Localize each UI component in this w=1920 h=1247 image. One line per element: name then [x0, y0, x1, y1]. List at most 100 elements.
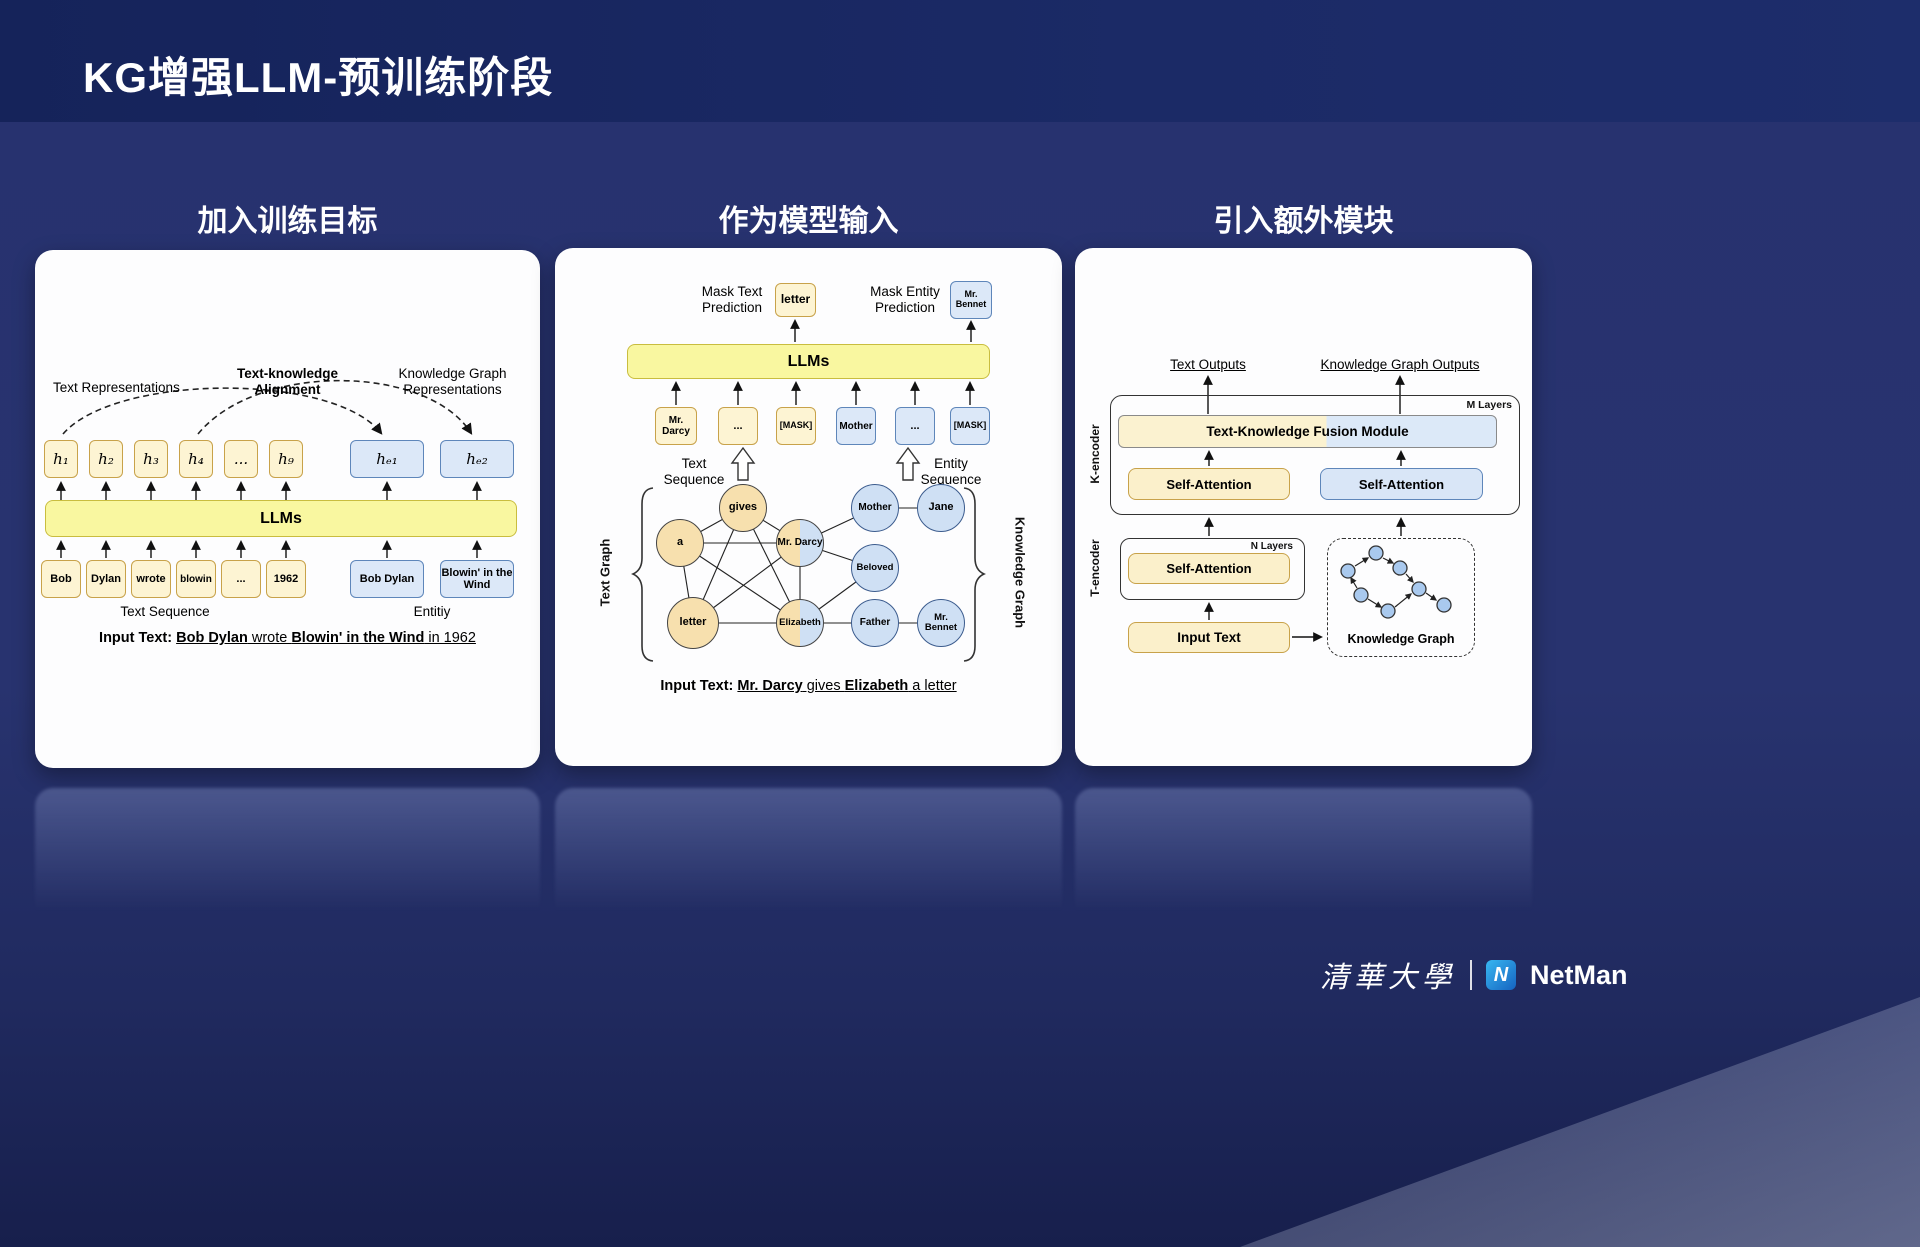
text-seq-line2: Sequence: [663, 471, 725, 487]
column-title-model-input: 作为模型输入: [718, 205, 899, 238]
column-title-training-objective: 加入训练目标: [197, 205, 378, 238]
node-mr-bennet: Mr. Bennet: [917, 599, 965, 647]
entity-seq-line2: Sequence: [920, 471, 982, 487]
self-attention-knowledge: Self-Attention: [1320, 468, 1483, 500]
input-text-seg4: in 1962: [424, 630, 476, 646]
tsinghua-logo: 清華大學: [1320, 960, 1457, 994]
input-token-mask-entity: [MASK]: [950, 407, 990, 445]
entity-hidden-token-he1: hₑ₁: [350, 440, 424, 478]
entity-sequence-label: Entity Sequence: [911, 456, 991, 487]
node-mother: Mother: [851, 484, 899, 532]
netman-logo: NetMan: [1530, 959, 1628, 990]
header-band: KG增强LLM-预训练阶段: [0, 0, 1920, 122]
token-to-llm-arrows: [56, 540, 482, 558]
text-sequence-label: Text Sequence: [654, 456, 734, 487]
text-sequence-label: Text Sequence: [120, 604, 210, 619]
input-text-seg2: gives: [802, 678, 845, 694]
alignment-label-line1: Text-knowledge: [236, 366, 338, 381]
panel-training-objective: Text Representations Text-knowledge Alig…: [35, 250, 540, 768]
fusion-module-bar: Text-Knowledge Fusion Module: [1118, 415, 1497, 448]
knowledge-graph-box-label: Knowledge Graph: [1347, 632, 1455, 646]
input-text-prefix: Input Text:: [660, 678, 738, 694]
column-title-extra-module: 引入额外模块: [1213, 205, 1394, 238]
prediction-token-mr-bennet: Mr. Bennet: [950, 281, 992, 319]
word-token-wrote: wrote: [131, 560, 171, 598]
word-token-blowin: blowin: [176, 560, 216, 598]
logo-divider: [1470, 960, 1473, 990]
mask-entity-line2: Prediction: [874, 299, 936, 315]
knowledge-graph-box: [1327, 538, 1475, 657]
input-token-ellipsis-entity: ...: [895, 407, 935, 445]
alignment-label-line2: Alignment: [254, 381, 321, 397]
llms-block: LLMs: [45, 500, 517, 537]
text-seq-line1: Text: [681, 456, 707, 471]
input-text-prefix: Input Text:: [99, 630, 177, 646]
hidden-token-ellipsis: ...: [224, 440, 258, 478]
node-letter: letter: [667, 597, 719, 649]
knowledge-graph-label: Knowledge Graph: [1012, 516, 1028, 629]
llm-output-arrows: [790, 319, 976, 342]
self-attention-text: Self-Attention: [1128, 468, 1290, 500]
node-jane: Jane: [917, 484, 965, 532]
bennet-line1: Mr.: [964, 289, 978, 300]
llm-to-representation-arrows: [56, 481, 482, 500]
panel-model-input: Mask Text Prediction letter Mask Entity …: [555, 248, 1062, 766]
hidden-token-h4: h₄: [179, 440, 213, 478]
input-token-mother: Mother: [836, 407, 876, 445]
entity-token-bob-dylan: Bob Dylan: [350, 560, 424, 598]
footer-logos: 清華大學 N NetMan: [1320, 952, 1628, 998]
slide-title: KG增强LLM-预训练阶段: [83, 54, 554, 101]
block-arrows: [730, 446, 921, 481]
hidden-token-h9: h₉: [269, 440, 303, 478]
corner-accent: [1240, 997, 1920, 1247]
node-father: Father: [851, 599, 899, 647]
prediction-token-letter: letter: [775, 283, 816, 317]
hidden-token-h2: h₂: [89, 440, 123, 478]
input-text-line: Input Text: Bob Dylan wrote Blowin' in t…: [35, 630, 540, 646]
word-token-ellipsis: ...: [221, 560, 261, 598]
kg-representations-label: Knowledge Graph Representations: [390, 366, 515, 397]
netman-icon: N: [1486, 960, 1517, 990]
node-elizabeth: Elizabeth: [776, 599, 824, 647]
entity-seq-line1: Entity: [934, 456, 968, 471]
word-token-1962: 1962: [266, 560, 306, 598]
input-text-seg1: Bob Dylan: [176, 630, 248, 646]
node-a: a: [656, 519, 704, 567]
text-outputs-label: Text Outputs: [1170, 357, 1246, 372]
entity-hidden-token-he2: hₑ₂: [440, 440, 514, 478]
input-text-seg4: a letter: [908, 678, 957, 694]
reflection-panel2: [555, 788, 1062, 933]
m-layers-label: M Layers: [1466, 399, 1512, 411]
reflection-panel3: [1075, 788, 1532, 933]
input-text-box: Input Text: [1128, 622, 1290, 653]
kg-repr-line1: Knowledge Graph: [398, 366, 507, 381]
mask-text-prediction-label: Mask Text Prediction: [682, 284, 782, 315]
input-text-seg1: Mr. Darcy: [737, 678, 803, 694]
n-layers-label: N Layers: [1250, 541, 1293, 552]
k-encoder-label: K-encoder: [1088, 424, 1102, 484]
text-representations-label: Text Representations: [53, 380, 180, 395]
hidden-token-h1: h₁: [44, 440, 78, 478]
t-encoder-label: T-encoder: [1088, 539, 1102, 597]
input-text-seg2: wrote: [247, 630, 292, 646]
input-token-mr-darcy: Mr. Darcy: [655, 407, 697, 445]
word-token-bob: Bob: [41, 560, 81, 598]
mask-text-line2: Prediction: [701, 299, 763, 315]
node-mr-darcy: Mr. Darcy: [776, 519, 824, 567]
input-text-seg3: Blowin' in the Wind: [291, 630, 425, 646]
input-token-mask-text: [MASK]: [776, 407, 816, 445]
entity-label: Entitiy: [413, 604, 451, 619]
bennet-line2: Bennet: [955, 299, 987, 309]
input-token-ellipsis-text: ...: [718, 407, 758, 445]
word-token-dylan: Dylan: [86, 560, 126, 598]
input-text-seg3: Elizabeth: [844, 678, 909, 694]
self-attention-t-encoder: Self-Attention: [1128, 553, 1290, 584]
input-text-line: Input Text: Mr. Darcy gives Elizabeth a …: [555, 678, 1062, 694]
text-graph-label: Text Graph: [597, 538, 613, 607]
hidden-token-h3: h₃: [134, 440, 168, 478]
reflection-panel1: [35, 788, 540, 933]
entity-token-blowin-wind: Blowin' in the Wind: [440, 560, 514, 598]
panel-extra-module: Text Outputs Knowledge Graph Outputs M L…: [1075, 248, 1532, 766]
text-knowledge-alignment-label: Text-knowledge Alignment: [225, 366, 350, 397]
